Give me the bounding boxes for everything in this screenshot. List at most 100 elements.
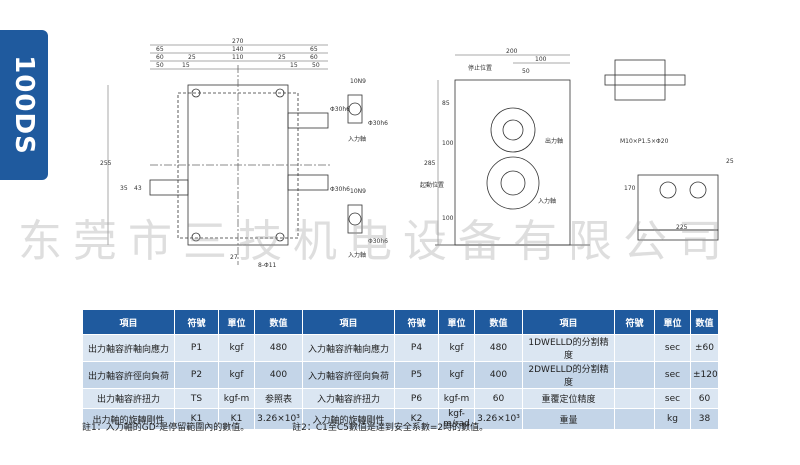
table-cell: 出力軸容許軸向應力 <box>82 334 175 362</box>
front-dim-200: 200 <box>506 48 518 55</box>
dim-43: 43 <box>134 185 142 192</box>
table-cell: ±60 <box>690 334 719 362</box>
right-dim-25: 25 <box>726 158 734 165</box>
start-position-label: 起動位置 <box>420 181 444 189</box>
table-cell <box>614 388 655 409</box>
table-cell: 出力軸容許扭力 <box>82 388 175 409</box>
table-cell: 入力軸容許徑向負荷 <box>302 361 395 389</box>
thread-spec: M10×P1.5×Φ20 <box>620 138 669 145</box>
note-1: 註1：入力軸的GD²是停留範圍內的數值。 <box>82 423 250 433</box>
table-cell <box>614 334 655 362</box>
dim-65b: 65 <box>310 46 318 53</box>
table-cell: ±120 <box>690 361 719 389</box>
input-shaft-label-1: 入力軸 <box>348 135 366 143</box>
table-cell: P2 <box>174 361 219 389</box>
dim-110: 110 <box>232 54 244 61</box>
table-cell: 出力軸的旋轉剛性 <box>82 408 175 430</box>
table-cell: 重量 <box>522 408 615 430</box>
header-unit-3: 單位 <box>654 309 691 335</box>
table-cell: P6 <box>394 388 439 409</box>
header-unit-1: 單位 <box>218 309 255 335</box>
front-dim-100c: 100 <box>442 215 454 222</box>
table-cell: sec <box>654 334 691 362</box>
dim-60b: 60 <box>310 54 318 61</box>
technical-drawing: 270 65 140 65 60 25 110 25 60 50 50 15 1… <box>100 38 734 269</box>
dim-50a: 50 <box>156 62 164 69</box>
table-cell: sec <box>654 361 691 389</box>
footnotes: 註1：入力軸的GD²是停留範圍內的數值。 註2：C1至C5數值是達到安全系數=2… <box>82 420 528 433</box>
dim-holes: 8-Φ11 <box>258 262 277 269</box>
table-cell: K1 <box>174 408 219 430</box>
output-shaft-label: 出力軸 <box>545 137 563 145</box>
table-cell: 480 <box>474 334 523 362</box>
table-header: 項目 符號 單位 数值 項目 符號 單位 数值 項目 符號 單位 数值 <box>82 309 719 335</box>
table-cell: P5 <box>394 361 439 389</box>
model-label: 100DS <box>9 55 39 155</box>
table-cell: 3.26×10³ <box>474 408 523 430</box>
table-row: 出力軸容許軸向應力 P1 kgf 480 入力軸容許軸向應力 P4 kgf 48… <box>82 334 719 362</box>
table-cell: 入力軸容許軸向應力 <box>302 334 395 362</box>
table-cell: 60 <box>474 388 523 409</box>
table-cell: 3.26×10³ <box>254 408 303 430</box>
shaft-dia-2: Φ30h6 <box>368 238 388 245</box>
table-cell: 400 <box>474 361 523 389</box>
note-2: 註2：C1至C5數值是達到安全系數=2時的數值。 <box>292 423 489 433</box>
dim-270: 270 <box>232 38 244 45</box>
table-cell: 重覆定位精度 <box>522 388 615 409</box>
table-cell: 480 <box>254 334 303 362</box>
table-cell: kgf <box>218 361 255 389</box>
table-cell: kgf-m/rad <box>438 408 475 430</box>
table-cell: kgf-m <box>218 388 255 409</box>
shaft-keyway-1: 10N9 <box>350 78 366 85</box>
header-symbol-2: 符號 <box>394 309 439 335</box>
table-cell <box>614 361 655 389</box>
table-row: 出力軸的旋轉剛性 K1 K1 3.26×10³ 入力軸的旋轉剛性 K2 kgf-… <box>82 408 719 430</box>
shaft-keyway-2: 10N9 <box>350 188 366 195</box>
front-dim-50: 50 <box>522 68 530 75</box>
dim-140: 140 <box>232 46 244 53</box>
table-cell: 参照表 <box>254 388 303 409</box>
header-value-3: 数值 <box>690 309 719 335</box>
front-dim-85: 85 <box>442 100 450 107</box>
header-symbol-3: 符號 <box>614 309 655 335</box>
table-cell: 1DWELLD的分割精度 <box>522 334 615 362</box>
dim-65a: 65 <box>156 46 164 53</box>
table-cell: kgf-m <box>438 388 475 409</box>
front-dim-100: 100 <box>535 56 547 63</box>
header-item-1: 項目 <box>82 309 175 335</box>
dim-side-30b: Φ30h6 <box>330 186 350 193</box>
dim-255: 255 <box>100 160 112 167</box>
dim-27: 27 <box>230 254 238 261</box>
dim-35: 35 <box>120 185 128 192</box>
front-dim-285: 285 <box>424 160 436 167</box>
right-dim-170: 170 <box>624 185 636 192</box>
front-dim-100b: 100 <box>442 140 454 147</box>
stop-position-label: 停止位置 <box>468 64 492 72</box>
dim-side-30a: Φ30h6 <box>330 106 350 113</box>
table-cell: kgf <box>218 334 255 362</box>
table-cell: 出力軸容許徑向負荷 <box>82 361 175 389</box>
model-tab: 100DS <box>0 30 48 180</box>
header-value-2: 数值 <box>474 309 523 335</box>
header-symbol-1: 符號 <box>174 309 219 335</box>
front-input-shaft-label: 入力軸 <box>538 197 556 205</box>
header-value-1: 数值 <box>254 309 303 335</box>
header-item-3: 項目 <box>522 309 615 335</box>
table-cell <box>614 408 655 430</box>
table-cell: K1 <box>218 408 255 430</box>
dim-15b: 15 <box>290 62 298 69</box>
table-cell: kgf <box>438 334 475 362</box>
table-cell: P1 <box>174 334 219 362</box>
table-cell: 60 <box>690 388 719 409</box>
table-row: 出力軸容許扭力 TS kgf-m 参照表 入力軸容許扭力 P6 kgf-m 60… <box>82 388 719 409</box>
table-cell: 入力軸的旋轉剛性 <box>302 408 395 430</box>
right-dim-225: 225 <box>676 224 688 231</box>
table-cell: sec <box>654 388 691 409</box>
table-cell: P4 <box>394 334 439 362</box>
table-cell: 2DWELLD的分割精度 <box>522 361 615 389</box>
table-row: 出力軸容許徑向負荷 P2 kgf 400 入力軸容許徑向負荷 P5 kgf 40… <box>82 361 719 389</box>
table-cell: kg <box>654 408 691 430</box>
dim-25a: 25 <box>188 54 196 61</box>
table-cell: 38 <box>690 408 719 430</box>
dim-25b: 25 <box>278 54 286 61</box>
